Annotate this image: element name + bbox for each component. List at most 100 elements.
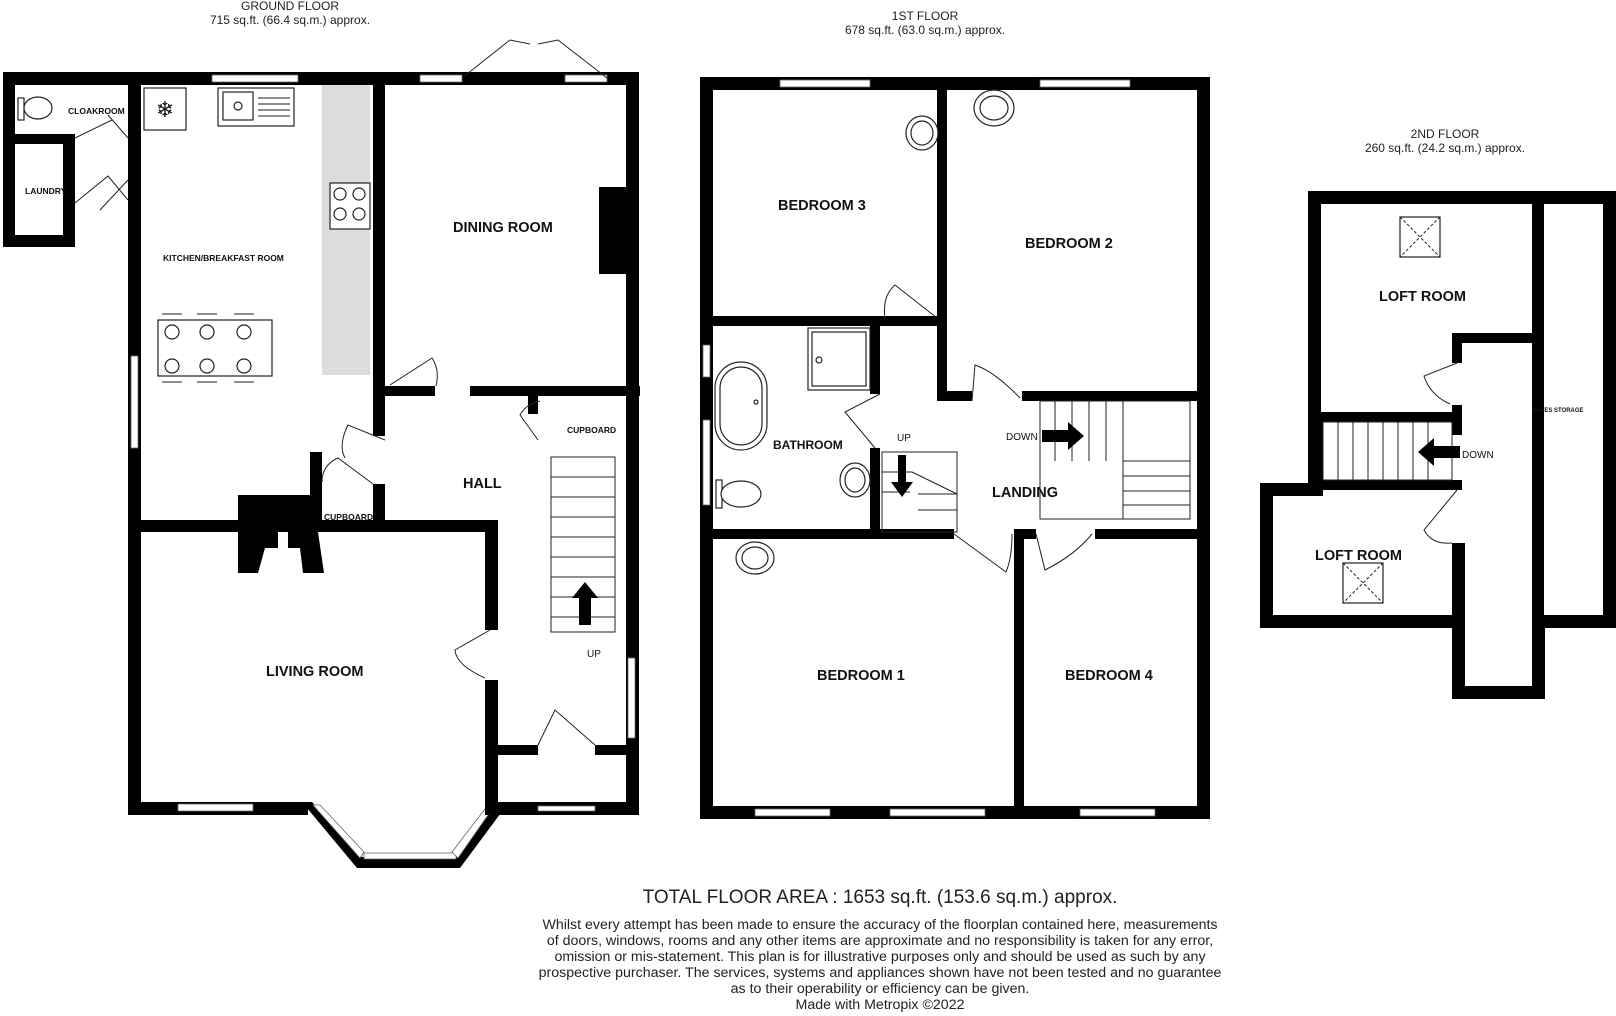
kitchen-cupboard-label: CUPBOARD	[324, 512, 373, 522]
loft1-bottom-wall	[1315, 412, 1462, 422]
bed2-door	[971, 364, 1021, 402]
shower	[807, 327, 871, 391]
kitchen-side-window	[130, 355, 139, 449]
disclaimer-line-5: as to their operability or efficiency ca…	[730, 981, 1030, 997]
living-right-wall-lower	[485, 680, 498, 815]
hob	[329, 182, 371, 230]
first-right-wall	[1197, 77, 1210, 819]
toilet-cloakroom	[17, 96, 53, 121]
ground-stairs-up-label: UP	[587, 649, 601, 660]
bath-right-wall	[870, 326, 880, 394]
bed3-basin	[905, 115, 939, 151]
bed2-left-wall	[937, 88, 947, 401]
living-door	[454, 629, 491, 679]
bathroom-label: BATHROOM	[773, 438, 843, 452]
dining-window-left	[419, 74, 463, 83]
fireplace-left	[238, 532, 278, 573]
bed4-top-wall	[1095, 529, 1207, 539]
total-floor-area: TOTAL FLOOR AREA : 1653 sq.ft. (153.6 sq…	[642, 887, 1118, 908]
bath-window-lower	[702, 419, 711, 506]
living-right-wall-upper	[485, 520, 498, 630]
credit-line: Made with Metropix ©2022	[795, 997, 965, 1013]
hall-cupboard-wall	[528, 396, 538, 414]
landing-wall-mid	[1014, 529, 1036, 539]
laundry-left-wall	[3, 72, 15, 247]
kitchen-window	[211, 74, 299, 83]
dining-table	[157, 313, 273, 383]
dining-label: DINING ROOM	[453, 220, 553, 236]
bath-right-wall-lower	[870, 448, 880, 534]
second-stairs-down-label: DOWN	[1462, 450, 1494, 461]
stairs-up-arrow	[572, 582, 598, 625]
bed2-bottom-wall-left	[937, 391, 972, 401]
disclaimer: Whilst every attempt has been made to en…	[505, 917, 1255, 1013]
bedroom3-label: BEDROOM 3	[778, 198, 866, 214]
bed2-bottom-wall-right	[1022, 391, 1207, 401]
stair-left-wall	[1310, 412, 1323, 490]
bed4-door	[1035, 533, 1093, 571]
first-stairs-up	[881, 451, 958, 533]
corridor-bottom-wall	[1452, 686, 1545, 699]
porch-door	[537, 709, 596, 746]
skylight-lower	[1342, 562, 1384, 604]
hall-cupboard-door	[519, 400, 541, 441]
skylight-upper	[1399, 216, 1441, 258]
first-floor-plan: BEDROOM 3 BEDROOM 2 BATHROOM LANDING BED…	[700, 77, 1210, 819]
bed1-basin	[735, 541, 775, 575]
disclaimer-line-3: omission or mis-statement. This plan is …	[554, 949, 1206, 965]
first-top-wall	[700, 77, 1210, 90]
first-floor-name: 1ST FLOOR	[891, 9, 959, 23]
bedroom4-label: BEDROOM 4	[1065, 668, 1153, 684]
kitchen-label: KITCHEN/BREAKFAST ROOM	[163, 253, 284, 263]
disclaimer-line-2: of doors, windows, rooms and any other i…	[546, 933, 1214, 949]
first-stairs-up-label: UP	[897, 433, 911, 444]
loft1-door	[1423, 362, 1458, 405]
disclaimer-line-4: prospective purchaser. The services, sys…	[538, 965, 1222, 981]
laundry-right-wall	[63, 140, 75, 247]
kitchen-cupboard-door	[321, 457, 374, 485]
second-stairs	[1322, 421, 1460, 481]
bed1-window-left	[754, 808, 831, 817]
disclaimer-line-1: Whilst every attempt has been made to en…	[542, 917, 1218, 933]
fireplace-right	[288, 532, 324, 573]
kitchen-hall-door	[341, 424, 386, 459]
dining-chimney	[599, 187, 627, 274]
second-floor-header: 2ND FLOOR 260 sq.ft. (24.2 sq.m.) approx…	[1315, 127, 1575, 155]
dining-door	[389, 357, 438, 387]
bed2-basin	[973, 89, 1015, 127]
bay-window-front	[363, 852, 457, 860]
first-floor-area: 678 sq.ft. (63.0 sq.m.) approx.	[844, 23, 1006, 37]
loft-room-lower-label: LOFT ROOM	[1315, 548, 1402, 564]
loft2-top-wall-left	[1260, 483, 1323, 496]
bath-bottom-wall	[700, 529, 954, 539]
fridge-freezer: ❄	[143, 87, 187, 131]
second-right-wall	[1603, 191, 1616, 628]
bed3-window	[779, 79, 871, 88]
bathroom-basin	[839, 462, 871, 498]
eaves-bottom-wall	[1532, 615, 1616, 628]
second-floor-area: 260 sq.ft. (24.2 sq.m.) approx.	[1364, 141, 1526, 155]
bed4-window	[1079, 808, 1156, 817]
laundry-door	[74, 175, 129, 211]
ground-floor-name: GROUND FLOOR	[240, 0, 339, 13]
eaves-storage-label: EAVES STORAGE	[1532, 408, 1583, 414]
dining-bottom-wall-left	[373, 386, 435, 396]
dining-window-right	[564, 74, 608, 83]
cupboard-right-wall	[373, 484, 385, 532]
loft2-top-wall	[1315, 480, 1462, 490]
bath-window-upper	[702, 344, 711, 378]
bed1-window-right	[889, 808, 986, 817]
dining-left-wall	[373, 84, 385, 396]
loft2-left-wall	[1260, 483, 1273, 628]
cloakroom-bottom-wall	[3, 134, 75, 144]
dining-bottom-wall-right	[470, 386, 640, 396]
bedroom2-label: BEDROOM 2	[1025, 236, 1113, 252]
laundry-bottom-wall	[3, 235, 75, 247]
bath-tub	[714, 361, 768, 451]
svg-text:❄: ❄	[156, 98, 174, 123]
hall-cupboard-label: CUPBOARD	[567, 425, 616, 435]
loft2-bottom-wall	[1260, 615, 1465, 628]
bed1-door	[953, 533, 1013, 573]
loft1-left-wall	[1308, 191, 1321, 483]
